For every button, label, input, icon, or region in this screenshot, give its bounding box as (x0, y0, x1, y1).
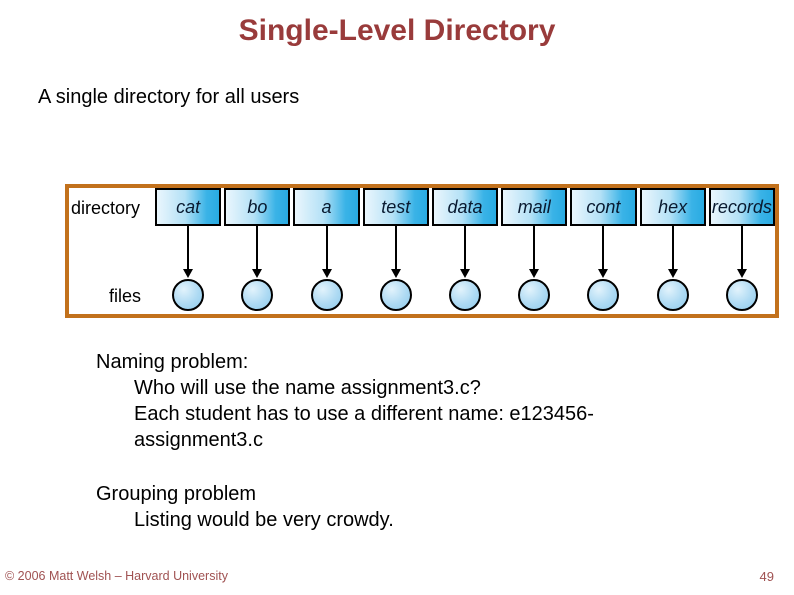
arrow-head (736, 269, 747, 278)
arrow-line (325, 226, 328, 269)
file-circle (241, 279, 274, 311)
file-circle (310, 279, 343, 311)
file-circle (587, 279, 620, 311)
arrow-line (602, 226, 605, 269)
directory-entry-column: mail (501, 188, 568, 314)
directory-label: directory (71, 198, 141, 218)
arrow-head (252, 269, 263, 278)
arrow-line (394, 226, 397, 269)
directory-entry-column: data (431, 188, 499, 314)
arrow-line (671, 226, 674, 269)
diagram-inner: directory files cat bo a test data mail cont he… (69, 188, 775, 314)
directory-entry-box: mail (501, 188, 568, 226)
directory-entry-box: a (293, 188, 360, 226)
directory-entry-column: bo (224, 188, 291, 314)
file-circle (656, 279, 689, 311)
slide-title: Single-Level Directory (238, 14, 556, 47)
directory-columns: cat bo a test data mail cont hex records (155, 188, 775, 314)
grouping-problem-heading: Grouping problem (96, 483, 257, 505)
footer-copyright: © 2006 Matt Welsh – Harvard University (5, 569, 228, 583)
grouping-problem-block: Grouping problem Listing would be very c… (96, 481, 394, 533)
down-arrow-icon (598, 226, 609, 278)
file-circle (172, 279, 205, 311)
directory-entry-label: mail (517, 196, 551, 217)
directory-entry-box: data (431, 188, 499, 226)
directory-entry-box: hex (639, 188, 706, 226)
arrow-head (321, 269, 332, 278)
naming-problem-line: Who will use the name assignment3.c? (134, 377, 481, 399)
naming-problem-line: assignment3.c (134, 429, 263, 451)
arrow-head (390, 269, 401, 278)
down-arrow-icon (529, 226, 540, 278)
directory-entry-label: hex (658, 196, 688, 217)
arrow-line (463, 226, 466, 269)
file-circle (379, 279, 412, 311)
directory-entry-label: cat (176, 196, 201, 217)
directory-entry-label: cont (586, 196, 621, 217)
naming-problem-line: Each student has to use a different name… (134, 403, 594, 425)
file-circle (518, 279, 551, 311)
directory-entry-column: cont (570, 188, 637, 314)
down-arrow-icon (667, 226, 678, 278)
naming-problem-block: Naming problem: Who will use the name as… (96, 349, 594, 453)
page-number: 49 (759, 569, 774, 584)
directory-entry-column: cat (155, 188, 222, 314)
files-label: files (109, 286, 142, 306)
grouping-problem-line: Listing would be very crowdy. (134, 509, 394, 531)
directory-entry-box: records (708, 188, 775, 226)
down-arrow-icon (183, 226, 194, 278)
arrow-head (598, 269, 609, 278)
directory-entry-column: a (293, 188, 360, 314)
arrow-head (529, 269, 540, 278)
directory-entry-box: cont (570, 188, 637, 226)
arrow-line (533, 226, 536, 269)
down-arrow-icon (390, 226, 401, 278)
down-arrow-icon (252, 226, 263, 278)
down-arrow-icon (736, 226, 747, 278)
directory-entry-box: cat (155, 188, 222, 226)
down-arrow-icon (459, 226, 470, 278)
directory-entry-label: a (321, 196, 332, 217)
directory-entry-label: test (381, 196, 411, 217)
single-level-directory-diagram: directory files cat bo a test data mail cont he… (65, 184, 779, 318)
arrow-line (256, 226, 259, 269)
directory-entry-column: hex (639, 188, 706, 314)
directory-entry-label: records (711, 196, 772, 217)
file-circle (725, 279, 758, 311)
arrow-head (667, 269, 678, 278)
naming-problem-heading: Naming problem: (96, 351, 249, 373)
directory-entry-box: bo (224, 188, 291, 226)
directory-entry-column: records (708, 188, 775, 314)
arrow-head (459, 269, 470, 278)
directory-entry-label: data (447, 196, 483, 217)
directory-entry-box: test (362, 188, 429, 226)
directory-entry-column: test (362, 188, 429, 314)
arrow-line (740, 226, 743, 269)
slide-subtitle: A single directory for all users (38, 86, 300, 108)
arrow-head (183, 269, 194, 278)
file-circle (448, 279, 481, 311)
directory-entry-label: bo (247, 196, 268, 217)
down-arrow-icon (321, 226, 332, 278)
arrow-line (187, 226, 190, 269)
